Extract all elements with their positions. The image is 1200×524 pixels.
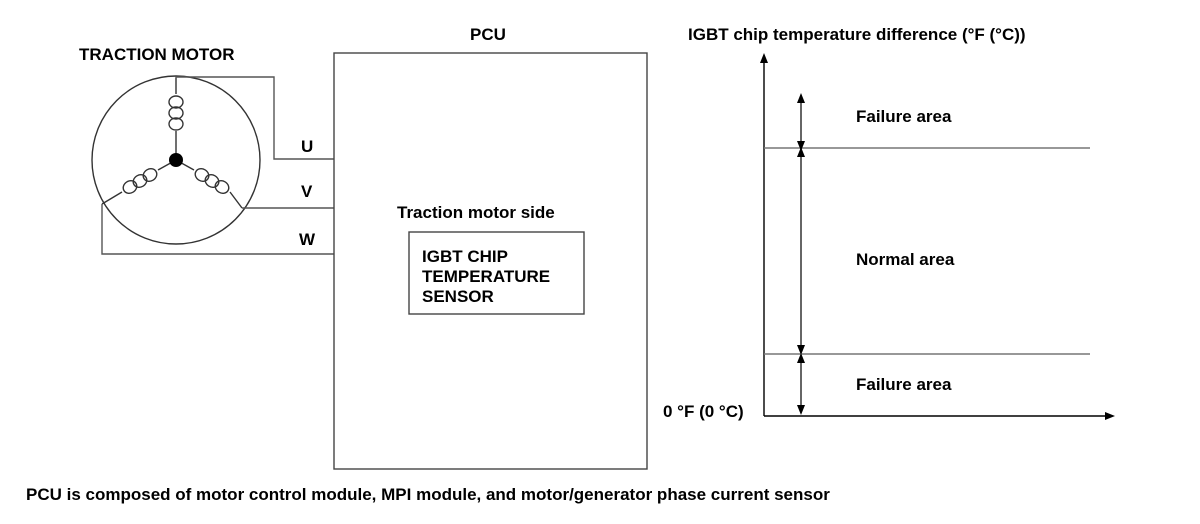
diagram-caption: PCU is composed of motor control module,…	[26, 485, 830, 504]
sensor-box	[408, 231, 585, 315]
sensor-line-2: TEMPERATURE	[422, 267, 551, 286]
lower-failure-area-label: Failure area	[856, 375, 952, 394]
traction-motor	[91, 75, 261, 245]
phase-wires	[101, 76, 334, 255]
motor-neutral-point	[169, 153, 183, 167]
pcu-box	[333, 52, 648, 470]
motor-coil-right	[175, 159, 243, 209]
traction-motor-side-label: Traction motor side	[397, 203, 555, 222]
pcu-label: PCU	[470, 25, 506, 44]
temperature-graph	[760, 53, 1115, 420]
sensor-line-1: IGBT CHIP	[422, 247, 508, 266]
normal-area-label: Normal area	[856, 250, 955, 269]
motor-coil-top	[168, 78, 184, 160]
wire-u	[175, 76, 334, 160]
upper-failure-area-label: Failure area	[856, 107, 952, 126]
igbt-sensor-label: IGBT CHIP TEMPERATURE SENSOR	[422, 247, 550, 307]
graph-axis-title: IGBT chip temperature difference (°F (°C…	[688, 25, 1026, 44]
phase-u-label: U	[301, 137, 314, 156]
phase-w-label: W	[299, 230, 316, 249]
motor-coil-left	[101, 159, 177, 205]
phase-v-label: V	[301, 182, 313, 201]
sensor-line-3: SENSOR	[422, 287, 494, 306]
wire-w	[101, 204, 334, 255]
traction-motor-label: TRACTION MOTOR	[79, 45, 235, 64]
graph-origin-label: 0 °F (0 °C)	[663, 402, 744, 421]
motor-circle	[91, 75, 261, 245]
